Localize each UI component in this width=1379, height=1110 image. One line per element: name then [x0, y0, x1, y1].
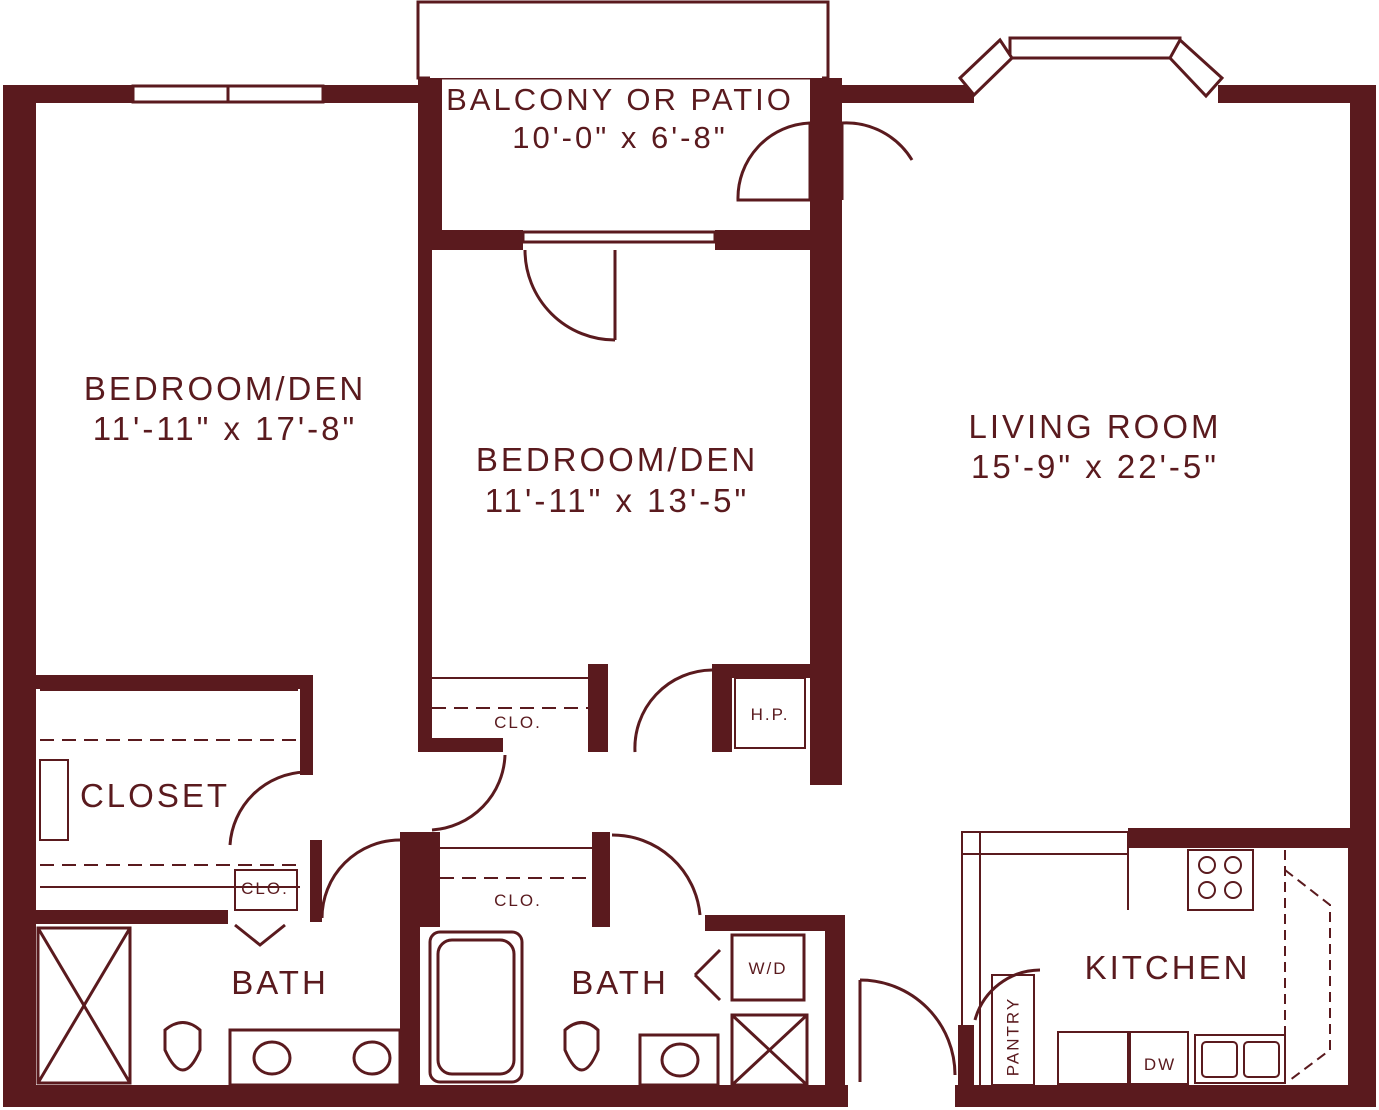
door-pantry — [973, 968, 1041, 1021]
wall-closet-east — [300, 675, 313, 775]
wall-bath2-clo-top — [420, 832, 440, 927]
bedroom1-name: BEDROOM/DEN — [83, 370, 367, 407]
wall-pantry-post — [958, 1025, 974, 1107]
door-bed1-closet — [228, 770, 306, 846]
toilet-bath2 — [563, 1021, 600, 1072]
wall-south — [3, 1085, 848, 1107]
vanity-bath2 — [638, 1033, 720, 1087]
wall-east — [1350, 85, 1376, 830]
doors — [228, 121, 1041, 1082]
wall-balcony-south-a — [418, 230, 523, 250]
balcony-dims: 10'-0" x 6'-8" — [512, 120, 728, 155]
window-bay-right — [1168, 37, 1225, 99]
bedroom2-dims: 11'-11" x 13'-5" — [484, 482, 750, 519]
bath2-name: BATH — [571, 964, 669, 1001]
door-entry — [858, 978, 957, 1082]
wall-north-right-a — [842, 85, 974, 103]
wall-center — [810, 78, 842, 200]
window-balcony-door — [521, 230, 717, 244]
door-clo-bath1 — [234, 923, 286, 947]
wall-bath2-clo-right — [592, 832, 610, 927]
door-bath2 — [611, 833, 702, 916]
pantry-box — [991, 974, 1035, 1086]
clo-bath1-label: CLO. — [241, 879, 289, 898]
door-wd — [693, 948, 722, 1002]
stove — [1187, 849, 1254, 911]
wd-box — [730, 933, 806, 1002]
wall-kitchen-north — [1128, 828, 1376, 848]
door-hall-bed2 — [431, 754, 507, 832]
wall-east-kitchen — [1348, 830, 1376, 1107]
wall-hall-divide — [310, 840, 322, 922]
closet-shelves — [39, 677, 806, 911]
bar-counter — [961, 831, 1129, 855]
bath1-name: BATH — [231, 964, 329, 1001]
window-bay-left — [957, 37, 1014, 98]
wall-bed2-south — [418, 738, 503, 752]
wall-hp-west — [712, 664, 732, 752]
hp-label: H.P. — [750, 705, 790, 724]
dw-box — [1129, 1031, 1189, 1085]
counter-l — [1284, 850, 1331, 1083]
sink-bath2 — [660, 1042, 700, 1078]
walls — [3, 78, 1376, 1107]
door-hp — [633, 668, 713, 753]
living-name: LIVING ROOM — [968, 408, 1222, 445]
wall-closet-south — [3, 910, 228, 924]
kitchen-fixtures — [961, 831, 1331, 1093]
wall-north-left-b — [322, 85, 442, 103]
wall-bed1-east — [418, 78, 442, 248]
wall-closet-north — [3, 675, 313, 689]
sink-bath1-b — [352, 1040, 392, 1076]
wall-center-lower — [810, 200, 842, 785]
vanity-bath1 — [228, 1028, 402, 1087]
water-heater — [730, 1013, 809, 1087]
wall-balcony-south-b — [715, 230, 835, 250]
dw-label: DW — [1143, 1055, 1177, 1074]
living-dims: 15'-9" x 22'-5" — [971, 448, 1219, 485]
door-balcony — [840, 121, 914, 200]
wall-north-left-a — [3, 85, 133, 103]
sink-bath1-a — [252, 1040, 292, 1076]
sink-kitchen — [1194, 1034, 1286, 1084]
clo-hall-label: CLO. — [494, 891, 542, 910]
wall-north-right-b — [1218, 85, 1376, 103]
wall-bed2-west — [418, 240, 432, 752]
window-bay — [1008, 36, 1182, 60]
clo-bed2-label: CLO. — [494, 713, 542, 732]
pantry-label: PANTRY — [1003, 996, 1023, 1077]
wall-bath1-east — [400, 832, 420, 1092]
kitchen-name: KITCHEN — [1084, 949, 1251, 986]
wall-clo-bed2-east — [588, 664, 608, 752]
bedroom1-dims: 11'-11" x 17'-8" — [92, 410, 358, 447]
tub — [428, 930, 524, 1084]
shower — [36, 926, 132, 1085]
bedroom2-name: BEDROOM/DEN — [475, 441, 759, 478]
wall-wd-east — [825, 915, 845, 1107]
balcony-name: BALCONY OR PATIO — [446, 82, 794, 117]
closet-name: CLOSET — [79, 777, 231, 814]
wall-south-right — [955, 1085, 1376, 1107]
bath-fixtures — [36, 926, 809, 1087]
wall-hp-north — [725, 664, 820, 678]
wd-label: W/D — [748, 959, 788, 978]
door-bath1 — [320, 838, 401, 919]
wall-west — [3, 85, 36, 1105]
wall-wd-north — [705, 915, 845, 931]
door-balcony-swing — [736, 121, 812, 202]
door-bed2 — [523, 249, 617, 342]
toilet-bath1 — [163, 1021, 202, 1072]
